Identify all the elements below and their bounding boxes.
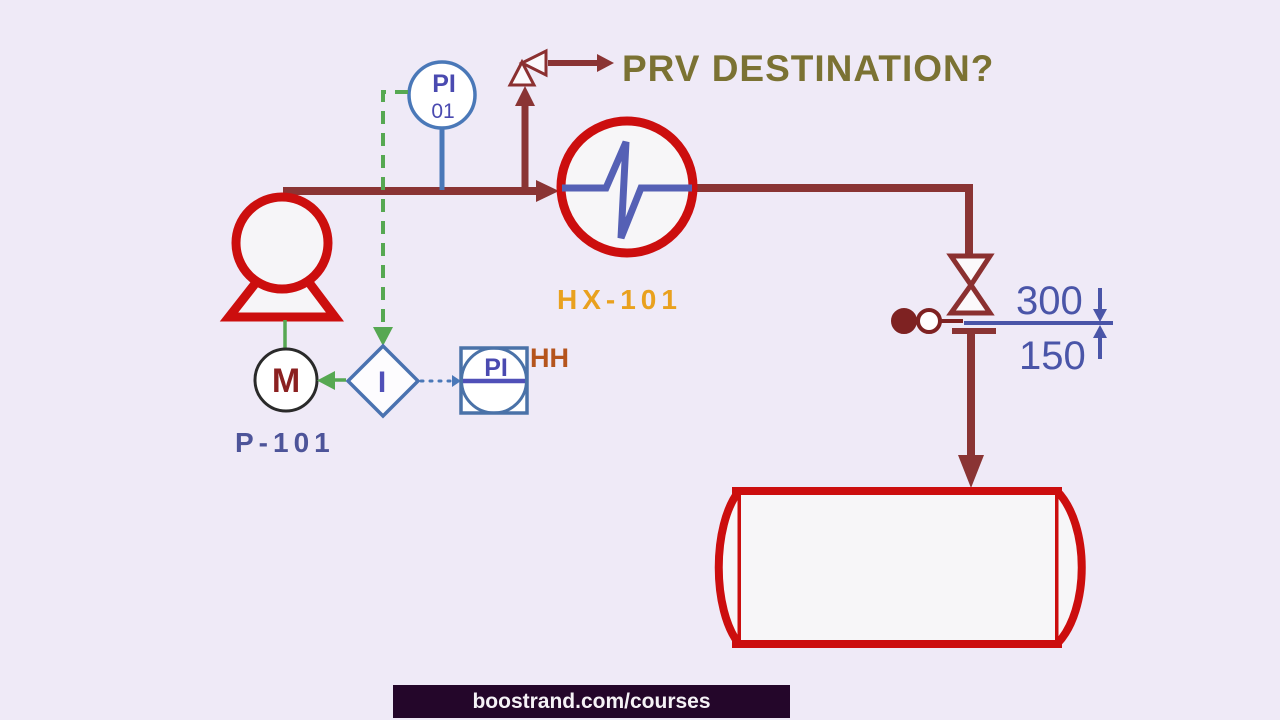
pump-tag-label: P-101 [235, 427, 335, 458]
spectacle-blind-solid-icon [891, 308, 917, 334]
spectacle-blind-open-icon [916, 308, 942, 334]
heat-exchanger-tube-icon [562, 140, 692, 240]
alarm-hh-flag: HH [530, 343, 569, 373]
footer-bar: boostrand.com/courses [393, 685, 790, 718]
dim-arrow-down-icon [1093, 309, 1107, 322]
flow-arrow-into-hx-icon [536, 180, 559, 202]
interlock-arrow-left-icon [317, 371, 335, 390]
data-link-arrow-icon [452, 375, 461, 387]
motor-circle [253, 347, 319, 413]
pipe-hx-to-valve [696, 184, 973, 256]
prv-outlet-arrow-icon [597, 54, 614, 72]
tank-right-head [1053, 488, 1086, 647]
signal-line-dashed [381, 90, 408, 328]
shared-pi-tag: PI [484, 354, 508, 382]
prv-destination-title: PRV DESTINATION? [622, 48, 994, 89]
flow-arrow-up-icon [515, 86, 535, 106]
exchanger-tag-label: HX-101 [557, 284, 682, 315]
pressure-indicator-bubble [407, 60, 477, 130]
pi-bubble-tag: PI [432, 70, 456, 98]
prv-valve-outlet-icon [518, 48, 548, 78]
dim-upper-label: 300 [1016, 279, 1083, 323]
signal-arrow-down-icon [373, 327, 393, 346]
shared-pi-circle [460, 346, 528, 415]
motor-letter: M [272, 362, 300, 400]
dim-arrow-up-icon [1093, 325, 1107, 338]
footer-url: boostrand.com/courses [472, 689, 711, 713]
pi-bubble-number: 01 [431, 100, 454, 123]
valve-lower-triangle-icon [946, 280, 995, 316]
valve-upper-triangle-icon [946, 253, 995, 290]
flow-arrow-into-tank-icon [958, 455, 984, 488]
pump-symbol [231, 192, 333, 294]
interlock-diamond [345, 343, 421, 419]
prv-valve-icon [507, 58, 537, 87]
interlock-letter: I [378, 366, 386, 399]
tank-shell [737, 489, 1059, 646]
tank-left-head [714, 488, 743, 647]
dim-lower-label: 150 [1019, 334, 1086, 378]
